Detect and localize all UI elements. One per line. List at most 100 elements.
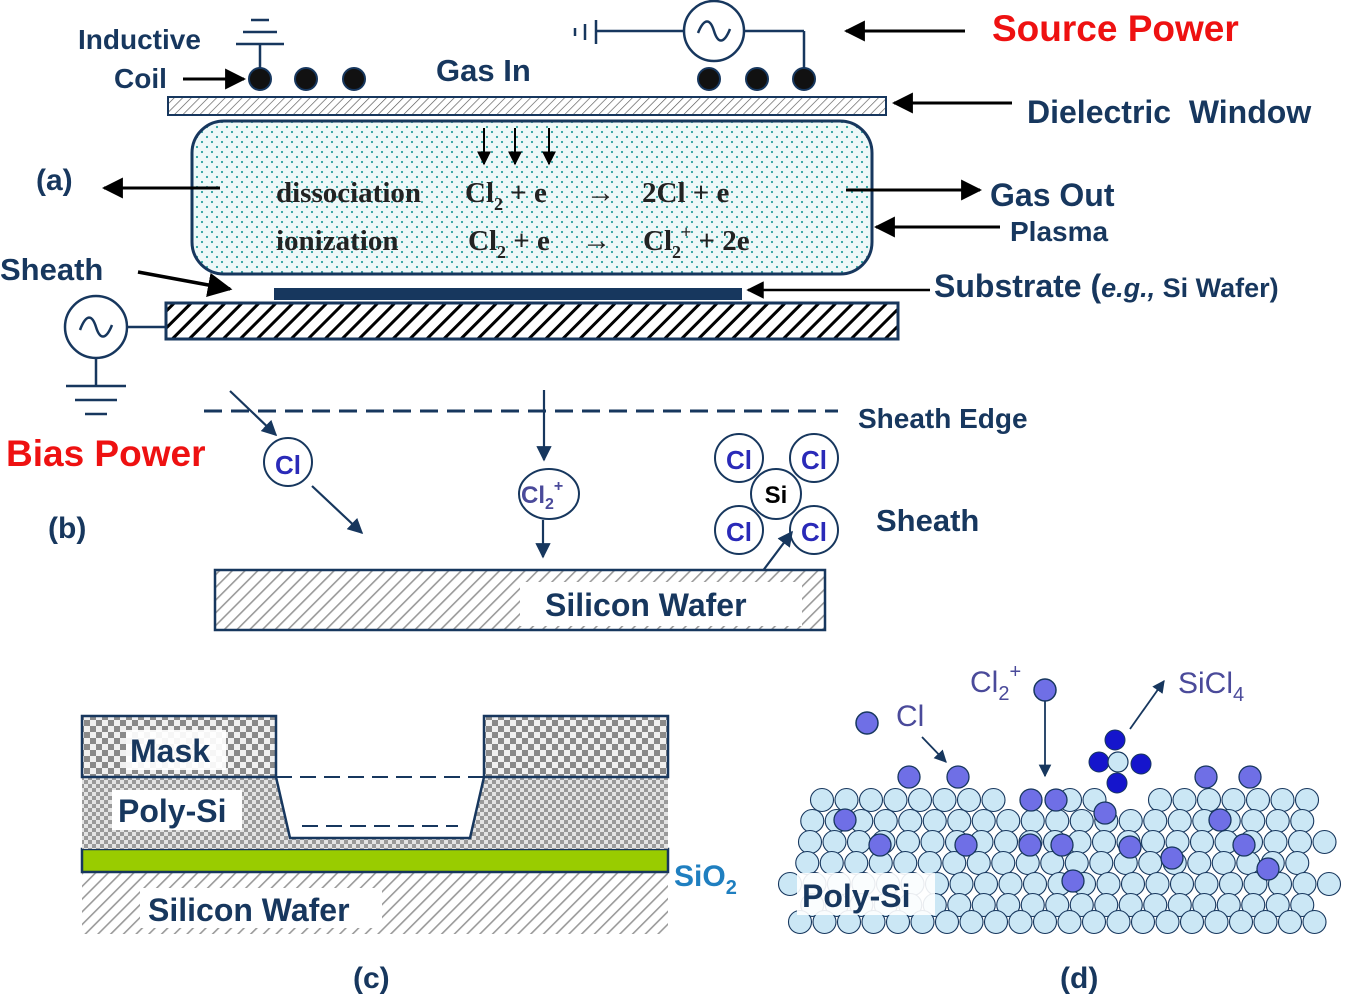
poly-si-atom [1155,909,1180,935]
coil-turn [745,67,769,91]
sicl4-d-arrow [1129,679,1165,730]
cl-atom [897,765,921,789]
poly-si-atom [1294,787,1320,813]
poly-si-atom [1120,871,1146,897]
sicl4-cl-label: Cl [801,445,827,475]
mask-right [482,714,670,779]
sicl4-si-label: Si [765,482,788,509]
mask-label-bg [126,730,226,770]
cl-atom [833,808,857,832]
cl-atom [1118,835,1142,859]
poly-si-atom [998,871,1023,897]
bias-ac-supply-icon [63,294,166,416]
poly-si-atom [1032,909,1058,935]
dielectric-window-label: Dielectric Window [1027,94,1311,130]
plasma-region [190,119,874,276]
poly-si-atom [1167,808,1192,834]
poly-si-atom [932,787,957,813]
gas-in-label: Gas In [436,53,531,88]
poly-si-atom [996,892,1021,918]
poly-si-atom [1216,892,1241,918]
poly-si-atom [917,850,942,876]
poly-si-atom [971,892,996,918]
panel-d: Poly-Si Cl Cl2+ SiCl4 (d) [777,661,1342,995]
cl-in-arrow [229,390,278,437]
poly-si-atom [1192,892,1217,918]
poly-si-atom [1069,892,1094,918]
poly-si-atom [981,787,1006,813]
poly-si-atom [1008,909,1033,935]
poly-si-d-label: Poly-Si [802,878,910,914]
poly-si-atom [1045,808,1070,834]
poly-si-atom [1118,892,1143,918]
cl2-ion-label: Cl2+ [521,478,563,513]
etch-product-arrow [761,530,793,573]
poly-si-atom [1020,808,1045,834]
cl-d-label: Cl [896,700,924,733]
dielectric-window [167,96,887,116]
substrate-label: Substrate (e.g., Si Wafer) [934,268,1279,304]
cl-atom [1194,765,1218,789]
poly-si-atom [846,829,872,855]
poly-si-atom [1285,850,1310,876]
panel-b-label: (b) [48,512,86,545]
poly-si-atom [1167,892,1192,918]
poly-si-atom [1169,871,1195,897]
mask-label: Mask [130,733,210,769]
source-power-label: Source Power [992,8,1239,49]
poly-si-atom [983,909,1009,935]
cl-radical-label: Cl [275,450,301,480]
poly-si-atom [795,850,820,876]
poly-si-atom [898,808,923,834]
sicl4-molecule [1088,729,1152,794]
poly-si-atom [1194,871,1219,897]
poly-si-atom [1312,829,1337,855]
poly-si-atom [1143,808,1168,834]
poly-si-atom [947,892,972,918]
poly-si-atom [1204,909,1229,935]
cl-radical-d [855,711,879,735]
cl-atom [954,833,978,857]
gas-out-label: Gas Out [990,177,1115,213]
cl-atom [1256,857,1280,881]
poly-si-atom [873,808,898,834]
poly-si-atom [819,850,844,876]
sicl4-cluster: Cl Cl Cl Cl Si [714,433,839,555]
cl-atom [1232,833,1256,857]
cl2-d-label: Cl2+ [970,661,1021,705]
poly-si-atom [1196,787,1222,813]
dissociation-arrow: → [586,177,615,209]
panel-a-label: (a) [36,164,73,197]
poly-si-atom [1022,871,1048,897]
poly-si-atom [1253,909,1278,935]
poly-si-atom [1091,829,1117,855]
panel-c-label: (c) [353,962,390,995]
coil-turn [248,67,272,91]
cl-atom [1238,765,1262,789]
poly-si-atom [934,909,960,935]
coil-turn [792,67,816,91]
cl-atom [1208,808,1232,832]
poly-si-atom [1106,909,1131,935]
poly-si-atom [893,850,918,876]
poly-si-atom [1277,909,1303,935]
poly-si-atom [1138,850,1163,876]
poly-si-atom [800,808,825,834]
poly-si-atom [834,787,859,813]
poly-si-atom [822,829,847,855]
cl-atom [1061,869,1085,893]
poly-si-atom [1241,808,1266,834]
cl2-ion-d [1033,678,1057,702]
dissociation-label: dissociation [276,177,421,209]
poly-si-atom [1290,808,1315,834]
coil-label: Coil [114,63,167,94]
poly-si-atom [1228,909,1254,935]
poly-si-atom [895,829,921,855]
bias-power-label: Bias Power [6,433,205,474]
sio2-layer [80,847,670,874]
poly-si-atom [1094,892,1119,918]
poly-si-atom [973,871,999,897]
poly-si-atom [1145,871,1170,897]
ionization-arrow: → [582,225,611,257]
